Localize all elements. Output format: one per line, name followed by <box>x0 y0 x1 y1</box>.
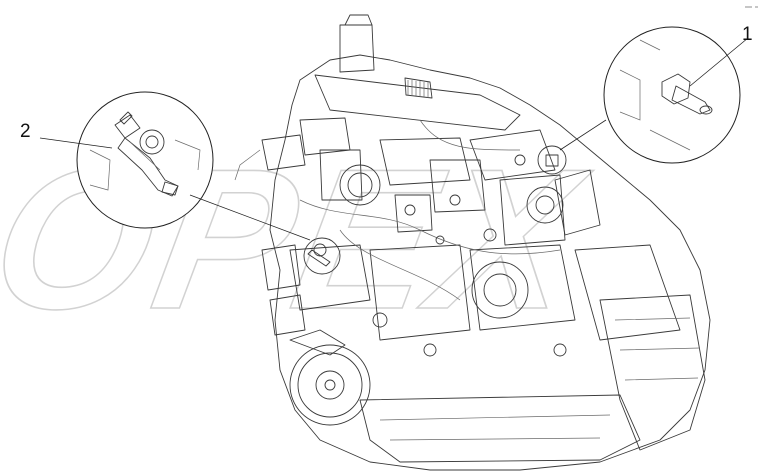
connector-line-2 <box>189 194 311 241</box>
detail-view-2 <box>39 91 311 241</box>
engine-assembly-icon <box>234 14 711 471</box>
small-sensor-icon <box>303 237 341 275</box>
callout-label-2: 2 <box>20 121 31 142</box>
pipe-fitting-icon <box>661 73 713 115</box>
leader-line-2 <box>39 137 113 149</box>
detail-view-1 <box>559 26 749 164</box>
sensor-valve-icon <box>114 111 179 197</box>
leader-line-1 <box>689 37 749 87</box>
connector-line-1 <box>559 119 607 151</box>
callout-label-1: 1 <box>742 24 753 45</box>
